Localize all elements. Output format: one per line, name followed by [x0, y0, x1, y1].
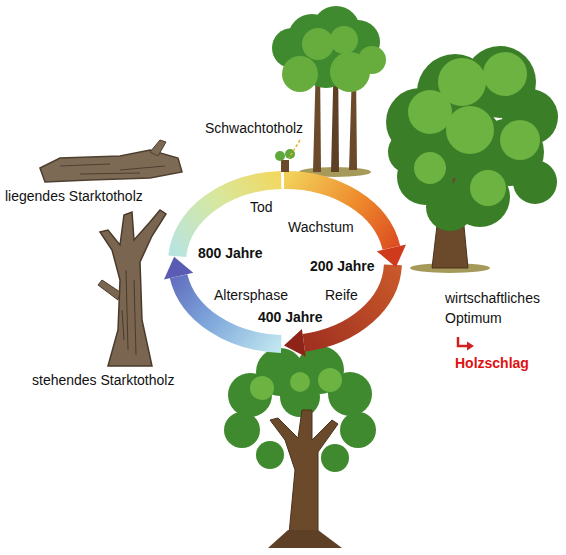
phase-label: Tod — [250, 199, 273, 215]
cycle-ring — [177, 180, 393, 344]
arrow-head — [284, 329, 306, 357]
arrow-head — [164, 257, 193, 280]
oak-tree — [386, 46, 558, 273]
old-tree — [224, 346, 376, 548]
dead-wood-label: Schwachtotholz — [205, 120, 303, 136]
age-label: 400 Jahre — [258, 309, 323, 325]
harvest-label: Holzschlag — [455, 355, 529, 371]
fallen-log — [40, 140, 182, 182]
age-label: 800 Jahre — [198, 245, 263, 261]
arrow-head — [377, 244, 406, 267]
note-label: wirtschaftliches Optimum — [445, 288, 563, 328]
young-trees — [272, 6, 386, 177]
dead-snag — [98, 210, 166, 366]
phase-label: Altersphase — [214, 287, 288, 303]
dead-wood-label: liegendes Starktotholz — [5, 188, 143, 204]
leader-line — [289, 140, 300, 158]
phase-label: Wachstum — [288, 219, 354, 235]
dead-wood-label: stehendes Starktotholz — [32, 372, 174, 388]
sapling — [275, 149, 295, 172]
harvest-arrow — [458, 337, 474, 351]
phase-label: Reife — [325, 287, 358, 303]
age-label: 200 Jahre — [310, 258, 375, 274]
